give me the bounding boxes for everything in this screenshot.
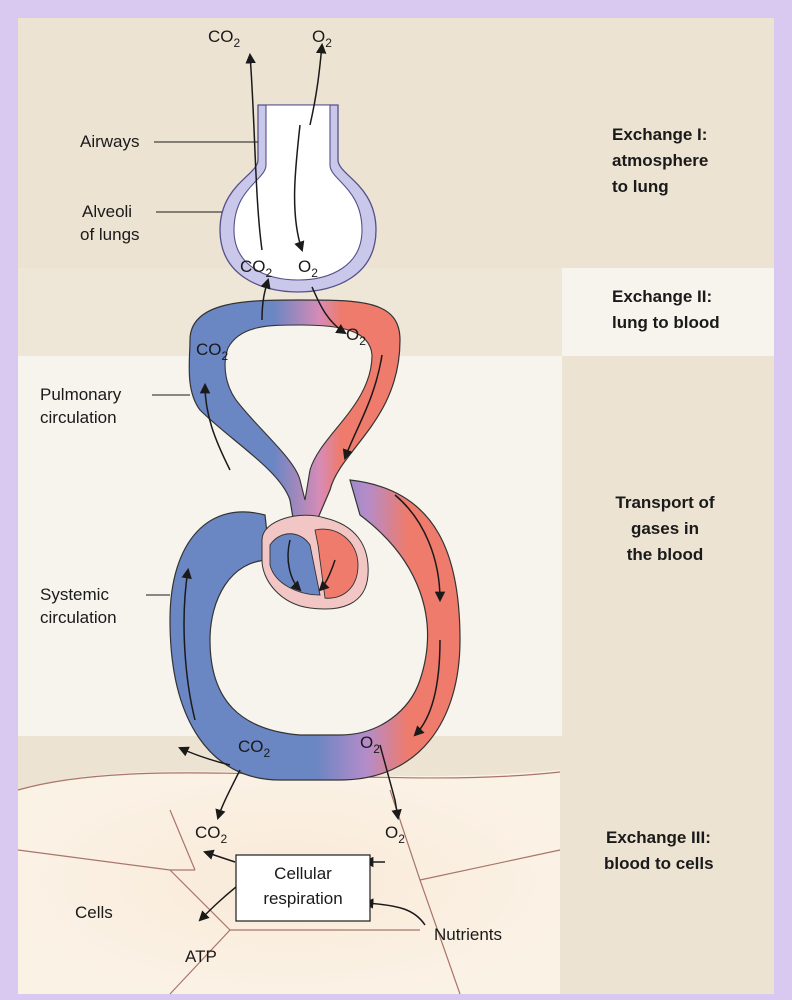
pulmonary-label-1: Pulmonary bbox=[40, 385, 122, 404]
nutrients-label: Nutrients bbox=[434, 925, 502, 944]
airways-label: Airways bbox=[80, 132, 140, 151]
exchange-2-line-1: Exchange II: bbox=[612, 287, 712, 306]
transport-line-3: the blood bbox=[627, 545, 703, 564]
exchange-1-line-2: atmosphere bbox=[612, 151, 708, 170]
exchange-1-line-3: to lung bbox=[612, 177, 669, 196]
pulmonary-label-2: circulation bbox=[40, 408, 117, 427]
systemic-label-2: circulation bbox=[40, 608, 117, 627]
band-exchange-2-right bbox=[562, 268, 774, 356]
alveoli-label-1: Alveoli bbox=[82, 202, 132, 221]
alveoli-label-2: of lungs bbox=[80, 225, 140, 244]
cellular-label-2: respiration bbox=[263, 889, 342, 908]
transport-line-2: gases in bbox=[631, 519, 699, 538]
exchange-2-line-2: lung to blood bbox=[612, 313, 720, 332]
exchange-3-line-1: Exchange III: bbox=[606, 828, 711, 847]
exchange-3-line-2: blood to cells bbox=[604, 854, 714, 873]
transport-line-1: Transport of bbox=[615, 493, 715, 512]
exchange-1-line-1: Exchange I: bbox=[612, 125, 707, 144]
atp-label: ATP bbox=[185, 947, 217, 966]
systemic-label-1: Systemic bbox=[40, 585, 109, 604]
cellular-label-1: Cellular bbox=[274, 864, 332, 883]
cells-label: Cells bbox=[75, 903, 113, 922]
